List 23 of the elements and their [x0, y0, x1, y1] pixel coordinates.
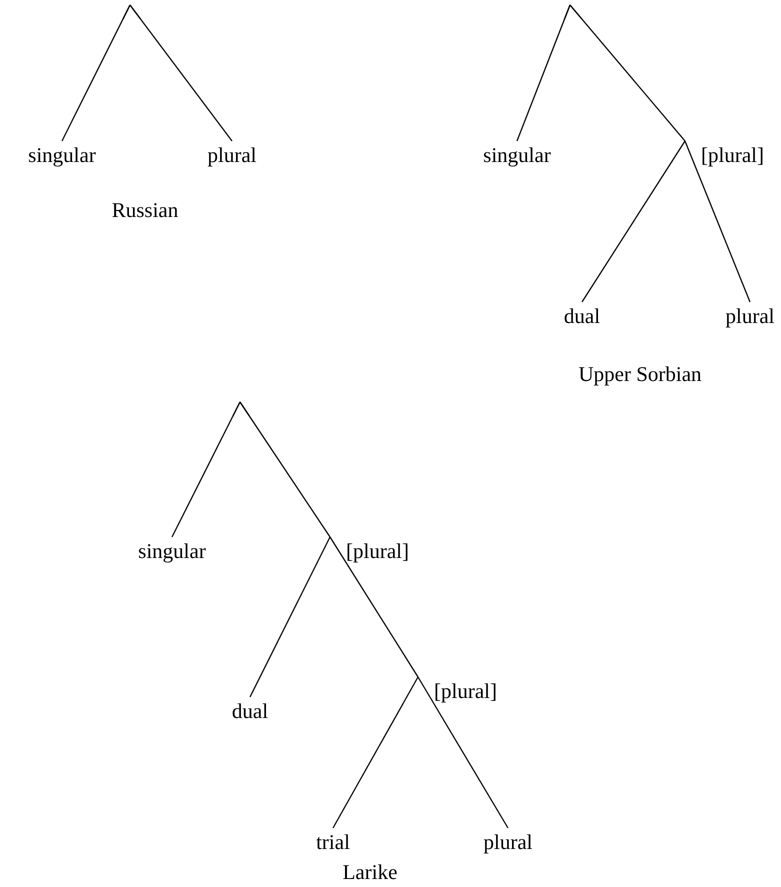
tree-branch-line: [249, 536, 331, 698]
node-label: [plural]: [685, 139, 764, 167]
leaf-label: trial: [316, 828, 350, 854]
node-label: [plural]: [330, 535, 409, 563]
tree-apex: [120, 5, 140, 19]
leaf-label: dual: [564, 302, 600, 328]
leaf-label: singular: [483, 141, 551, 167]
leaf-label: singular: [28, 141, 96, 167]
language-caption: Russian: [112, 198, 178, 222]
node-label: [plural]: [418, 675, 497, 703]
leaf-label: singular: [138, 537, 206, 563]
tree-apex: [230, 402, 250, 416]
language-caption: Larike: [342, 860, 398, 884]
tree-branch-line: [332, 676, 419, 828]
language-caption: Upper Sorbian: [578, 362, 702, 386]
tree-branch-line: [582, 140, 686, 302]
leaf-label: plural: [208, 141, 256, 167]
leaf-label: plural: [726, 302, 774, 328]
tree-branch-line: [330, 536, 418, 678]
leaf-label: plural: [484, 828, 532, 854]
tree-branch-line: [684, 140, 751, 302]
tree-branch-line: [417, 676, 509, 828]
leaf-label: dual: [232, 697, 268, 723]
